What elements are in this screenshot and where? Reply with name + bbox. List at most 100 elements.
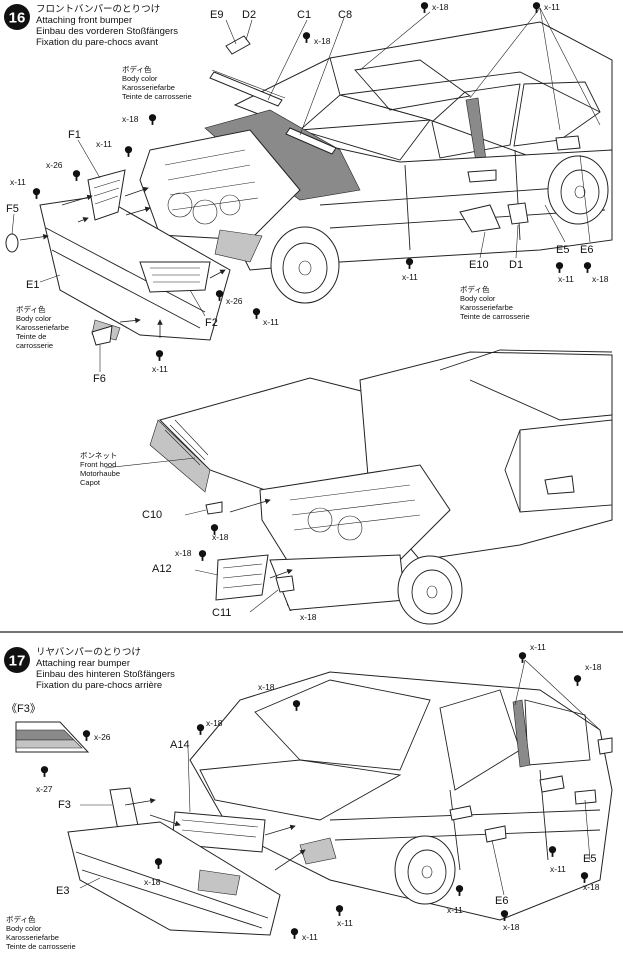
- label-c1: C1: [297, 9, 311, 21]
- label-a12: A12: [152, 563, 172, 575]
- step17-part-labels: A14 F3 E3 E6 E5: [56, 739, 596, 907]
- note-jp: ボディ色: [460, 284, 490, 294]
- step16-arrows: [19, 186, 226, 338]
- screw-label: x-11: [10, 177, 26, 187]
- screw-label: x-11: [402, 272, 418, 282]
- screw-label: x-11: [544, 2, 560, 12]
- label-e5: E5: [556, 244, 569, 256]
- label-f1: F1: [68, 129, 81, 141]
- note-de: Karosseriefarbe: [16, 323, 69, 332]
- rear-bumper-e3: [67, 821, 281, 936]
- screw-icon: [290, 928, 299, 939]
- step16-badge: [4, 4, 30, 30]
- step16-hood-view: [104, 349, 613, 625]
- label-e6: E6: [495, 895, 508, 907]
- step16-title-jp: フロントバンパーのとりつけ: [36, 4, 160, 15]
- screw-label: x-18: [144, 877, 161, 887]
- step17-header: 17 リヤバンパーのとりつけ Attaching rear bumper Ein…: [4, 647, 175, 691]
- screw-label: x-18: [583, 882, 600, 892]
- screw-icon: [405, 258, 414, 269]
- screw-icon: [198, 550, 207, 561]
- screw-label: x-11: [96, 139, 112, 149]
- screw-icon: [82, 730, 91, 741]
- screw-label: x-18: [503, 922, 520, 932]
- note-fr: Teinte de carrosserie: [460, 312, 530, 321]
- note-de: Karosseriefarbe: [460, 303, 513, 312]
- label-d1: D1: [509, 259, 523, 271]
- screw-icon: [252, 308, 261, 319]
- label-e5: E5: [583, 853, 596, 865]
- label-f6: F6: [93, 373, 106, 385]
- note-de: Karosseriefarbe: [6, 933, 59, 942]
- screw-icon: [583, 262, 592, 273]
- screw-label: x-18: [206, 718, 223, 728]
- label-d2: D2: [242, 9, 256, 21]
- step17-badge: [4, 647, 30, 673]
- label-e10: E10: [469, 259, 489, 271]
- screw-label: x-11: [530, 642, 546, 652]
- screw-icon: [72, 170, 81, 181]
- step16-hood-note: ボンネット Front hood Motorhaube Capot: [80, 451, 120, 487]
- note-jp: ボディ色: [6, 914, 36, 924]
- screw-icon: [532, 2, 541, 13]
- note-fr: carrosserie: [16, 341, 53, 350]
- part-f5: [5, 233, 19, 253]
- screw-label: x-11: [447, 905, 463, 915]
- step16-color-note-e10: ボディ色 Body color Karosseriefarbe Teinte d…: [460, 284, 530, 321]
- note-jp: ボディ色: [16, 304, 46, 314]
- screw-icon: [124, 146, 133, 157]
- f3-detail: 《F3》 x-26 x-27: [6, 702, 111, 794]
- screw-label: x-18: [300, 612, 317, 622]
- screw-label: x-18: [585, 662, 602, 672]
- screw-label: x-11: [558, 274, 574, 284]
- label-e9: E9: [210, 9, 223, 21]
- note-fr: Teinte de carrosserie: [6, 942, 76, 951]
- step17-number: 17: [9, 653, 26, 670]
- label-f5: F5: [6, 203, 19, 215]
- step17-color-note: ボディ色 Body color Karosseriefarbe Teinte d…: [6, 914, 76, 951]
- screw-label: x-11: [152, 364, 168, 374]
- screw-label: x-26: [226, 296, 243, 306]
- screw-label: x-11: [302, 932, 318, 942]
- label-e6: E6: [580, 244, 593, 256]
- step17-arrows: [124, 798, 306, 871]
- screw-label: x-18: [314, 36, 331, 46]
- screw-icon: [335, 905, 344, 916]
- label-a14: A14: [170, 739, 190, 751]
- step16-number: 16: [9, 10, 26, 27]
- screw-label: x-11: [337, 918, 353, 928]
- label-c8: C8: [338, 9, 352, 21]
- label-f2: F2: [205, 317, 218, 329]
- label-c10: C10: [142, 509, 162, 521]
- step17-screws: x-18 x-18 x-11 x-18 x-18 x-11 x-11 x-18 …: [144, 642, 602, 942]
- note-de: Motorhaube: [80, 469, 120, 478]
- note-en: Front hood: [80, 460, 116, 469]
- screw-label: x-18: [122, 114, 139, 124]
- step16-header: 16 フロントバンパーのとりつけ Attaching front bumper …: [4, 4, 178, 48]
- step16-part-labels: E9 D2 C1 C8 F1 F5 E1 F2 F6 E10 D1 E5 E6 …: [6, 9, 593, 619]
- note-en: Body color: [6, 924, 42, 933]
- screw-icon: [196, 724, 205, 735]
- screw-icon: [420, 2, 429, 13]
- screw-icon: [32, 188, 41, 199]
- note-jp: ボンネット: [80, 451, 117, 460]
- note-en: Body color: [16, 314, 52, 323]
- note-en: Body color: [122, 74, 158, 83]
- label-e1: E1: [26, 279, 39, 291]
- screw-icon: [555, 262, 564, 273]
- screw-icon: [155, 350, 164, 361]
- label-f3-detail: 《F3》: [6, 702, 41, 715]
- screw-label: x-27: [36, 784, 53, 794]
- screw-label: x-11: [550, 864, 566, 874]
- screw-icon: [40, 766, 49, 777]
- screw-icon: [148, 114, 157, 125]
- step16-title-de: Einbau des vorderen Stoßfängers: [36, 26, 178, 37]
- step16-color-note-top: ボディ色 Body color Karosseriefarbe Teinte d…: [122, 64, 192, 101]
- note-fr: Capot: [80, 478, 101, 487]
- step17-leaders: [79, 659, 601, 896]
- note-en: Body color: [460, 294, 496, 303]
- screw-label: x-18: [258, 682, 275, 692]
- step17-title-fr: Fixation du pare-chocs arrière: [36, 680, 162, 691]
- step16-title-en: Attaching front bumper: [36, 15, 132, 26]
- label-c11: C11: [212, 607, 231, 619]
